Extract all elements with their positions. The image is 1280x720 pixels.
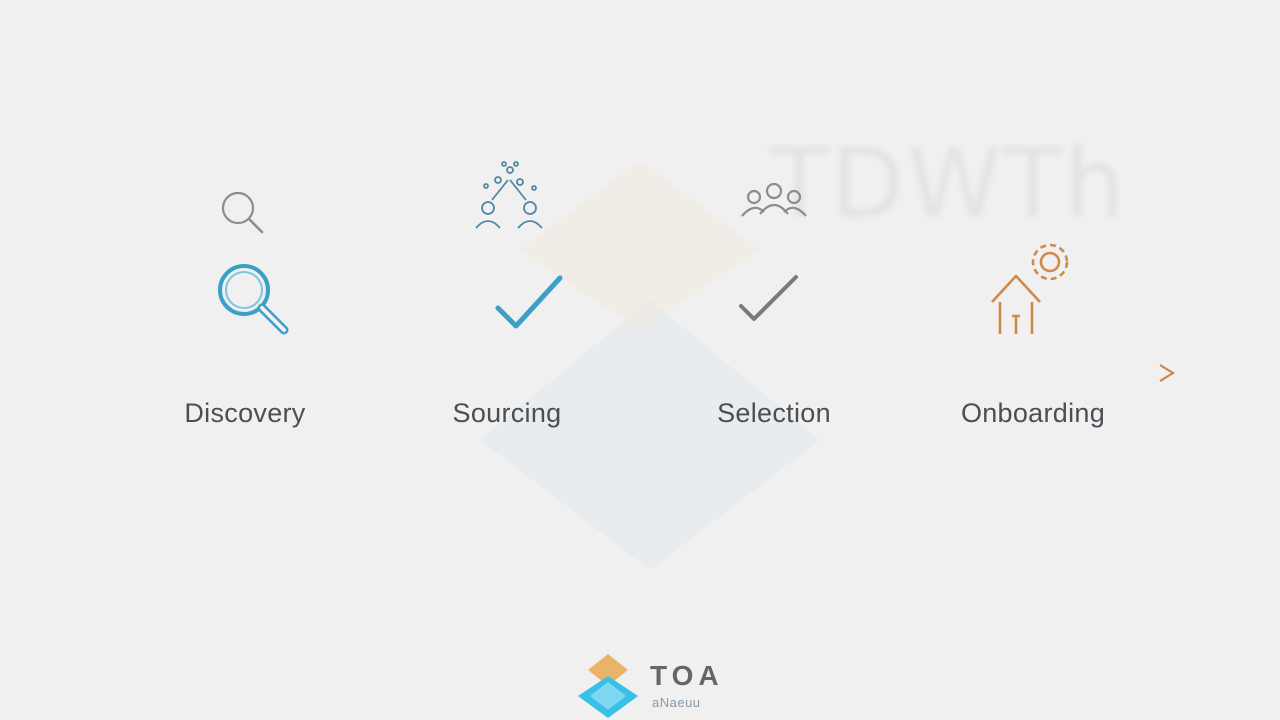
logo-icon [578, 654, 638, 718]
search-icon [221, 191, 264, 234]
house-arrow-icon [991, 243, 1069, 334]
stage-label-discovery: Discovery [184, 398, 306, 428]
network-people-icon [475, 161, 543, 229]
checkmark-icon [739, 275, 798, 321]
checkmark-icon [495, 275, 563, 329]
magnifier-icon [218, 264, 289, 335]
logo-subtitle: aNaeuu [652, 695, 701, 710]
watermark-text: TDWTh [770, 128, 1127, 240]
stage-label-selection: Selection [717, 398, 831, 428]
stage-label-sourcing: Sourcing [452, 398, 562, 428]
group-icon [741, 182, 807, 217]
logo-title: TOA [650, 660, 724, 691]
stage-label-onboarding: Onboarding [960, 398, 1106, 428]
